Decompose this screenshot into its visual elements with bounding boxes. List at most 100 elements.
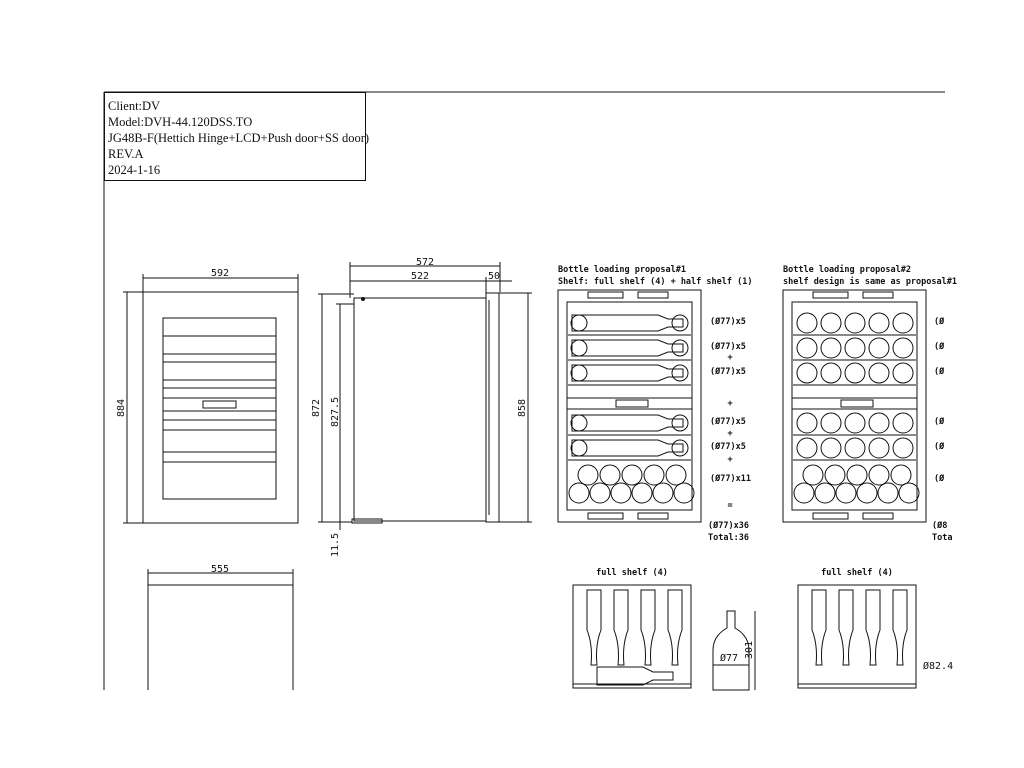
bottle-end [820,312,842,334]
bottle-upright [865,589,881,666]
lcd-display [615,399,649,408]
top-vent [637,291,669,299]
proposal2-row-qty: (Ø [934,316,945,327]
bottle-end [892,412,914,434]
shelf-detail1-title: full shelf (4) [596,568,668,578]
top-vent [812,291,849,299]
bottle-side [571,339,684,357]
bottle-end [665,464,687,486]
side-foot [351,518,383,524]
proposal1-cabinet [557,289,702,523]
control-band [566,397,693,410]
proposal2-row-qty: (Ø [934,441,945,452]
proposal2-total-qty: (Ø8 [932,520,947,531]
top-vent [587,291,624,299]
bottle-end [820,362,842,384]
bottom-vent [812,512,849,520]
dim-side-inner-height: 827.5 [330,397,341,427]
bottle-end [877,482,899,504]
bottle-upright [667,589,683,666]
plus-sign: + [727,353,732,363]
bottle-end [802,464,824,486]
dim-side-body-depth: 522 [411,271,429,282]
bottle-end [796,437,818,459]
bottle-end [844,412,866,434]
title-block: Client:DV Model:DVH-44.120DSS.TO JG48B-F… [104,92,369,181]
side-view [318,262,532,530]
proposal2-total: Tota [932,533,952,543]
control-band [791,397,918,410]
proposal2-row-qty: (Ø [934,341,945,352]
bottle-end [824,464,846,486]
front-shelf-lines [163,335,276,463]
bottle-end [671,314,689,332]
proposal2-row-qty: (Ø [934,366,945,377]
bottle-end [846,464,868,486]
proposal2-row-qty: (Ø [934,473,945,484]
bottle-end [844,437,866,459]
bottom-vent [637,512,669,520]
bottle-end [610,482,632,504]
shelf-detail2-title: full shelf (4) [821,568,893,578]
model-label: Model:DVH-44.120DSS.TO [108,115,253,129]
bottle-end [890,464,912,486]
proposal1-title: Bottle loading proposal#1 [558,264,686,275]
bottle-end [820,437,842,459]
bottle-end [673,482,695,504]
equals-sign: = [727,501,732,511]
proposal1-row-qty: (Ø77)x5 [710,316,746,327]
bottle-upright [838,589,854,666]
bottle-end [892,337,914,359]
bottle-end [856,482,878,504]
bottle-end [844,337,866,359]
cabinet-outline [557,289,702,523]
bottle-end [568,482,590,504]
cabinet-interior [566,301,693,511]
bottle-end [868,362,890,384]
proposal1-row-qty: (Ø77)x5 [710,441,746,452]
bottle-end [671,439,689,457]
bottle-end [671,414,689,432]
bottle-end [868,312,890,334]
bottle-end [570,364,588,382]
bottle-end [631,482,653,504]
bottle-end [589,482,611,504]
proposal1-total: Total:36 [708,533,749,543]
bottle-end [796,312,818,334]
proposal1-row-qty: (Ø77)x11 [710,473,751,484]
bottle-diameter: Ø77 [720,652,738,664]
proposal2-row-qty: (Ø [934,416,945,427]
front-control-band [162,397,277,412]
dim-front-width: 592 [211,268,229,279]
bottle-end [820,337,842,359]
lcd-display [840,399,874,408]
bottle-end [844,362,866,384]
plus-sign: + [727,399,732,409]
bottle-end [793,482,815,504]
proposal2-quantities: (Ø (Ø (Ø (Ø (Ø (Ø [934,316,945,484]
top-vent [862,291,894,299]
shelf-detail2-drawing [797,584,917,689]
bottle-end [796,362,818,384]
bottle-end [652,482,674,504]
proposal1-row-qty: (Ø77)x5 [710,416,746,427]
bottom-vent [587,512,624,520]
cabinet-outline [782,289,927,523]
proposal1-row-qty: (Ø77)x5 [710,366,746,377]
bottle-upright [586,589,602,666]
bottle-end [577,464,599,486]
plus-sign: + [727,455,732,465]
proposal2-title: Bottle loading proposal#2 [783,264,911,275]
bottle-end [820,412,842,434]
bottle-upright [892,589,908,666]
bottle-end [796,412,818,434]
dim-top-width: 555 [211,564,229,575]
bottle-end [599,464,621,486]
shelf-frame [572,584,692,689]
bottle-end [892,362,914,384]
bottle-end [814,482,836,504]
bottle-side [571,439,684,457]
shelf-detail1-drawing [572,584,692,689]
shelf-frame [797,584,917,689]
bottle-lying [596,666,674,686]
